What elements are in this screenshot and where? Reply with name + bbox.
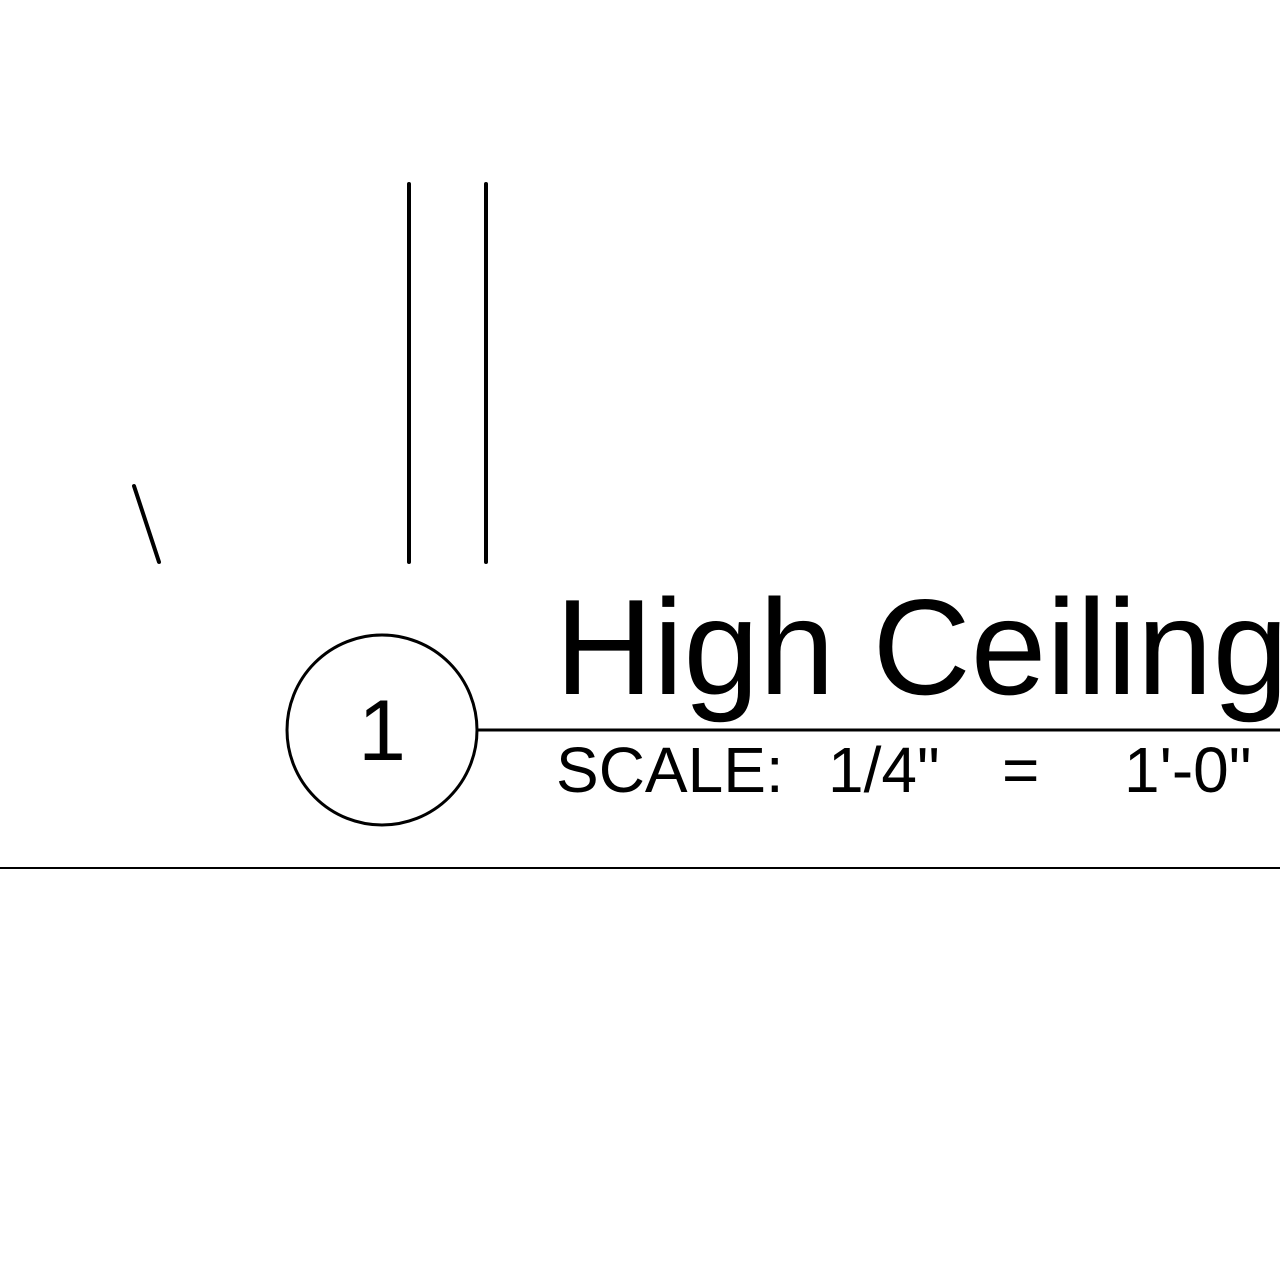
scale-real: 1'-0" bbox=[1124, 734, 1251, 806]
diagonal-stroke bbox=[132, 484, 161, 564]
detail-number: 1 bbox=[358, 683, 406, 779]
scale-prefix: SCALE: bbox=[556, 734, 784, 806]
view-title: High Ceiling bbox=[555, 571, 1280, 723]
scale-paper: 1/4" bbox=[828, 734, 940, 806]
scale-equals: = bbox=[1002, 734, 1039, 806]
